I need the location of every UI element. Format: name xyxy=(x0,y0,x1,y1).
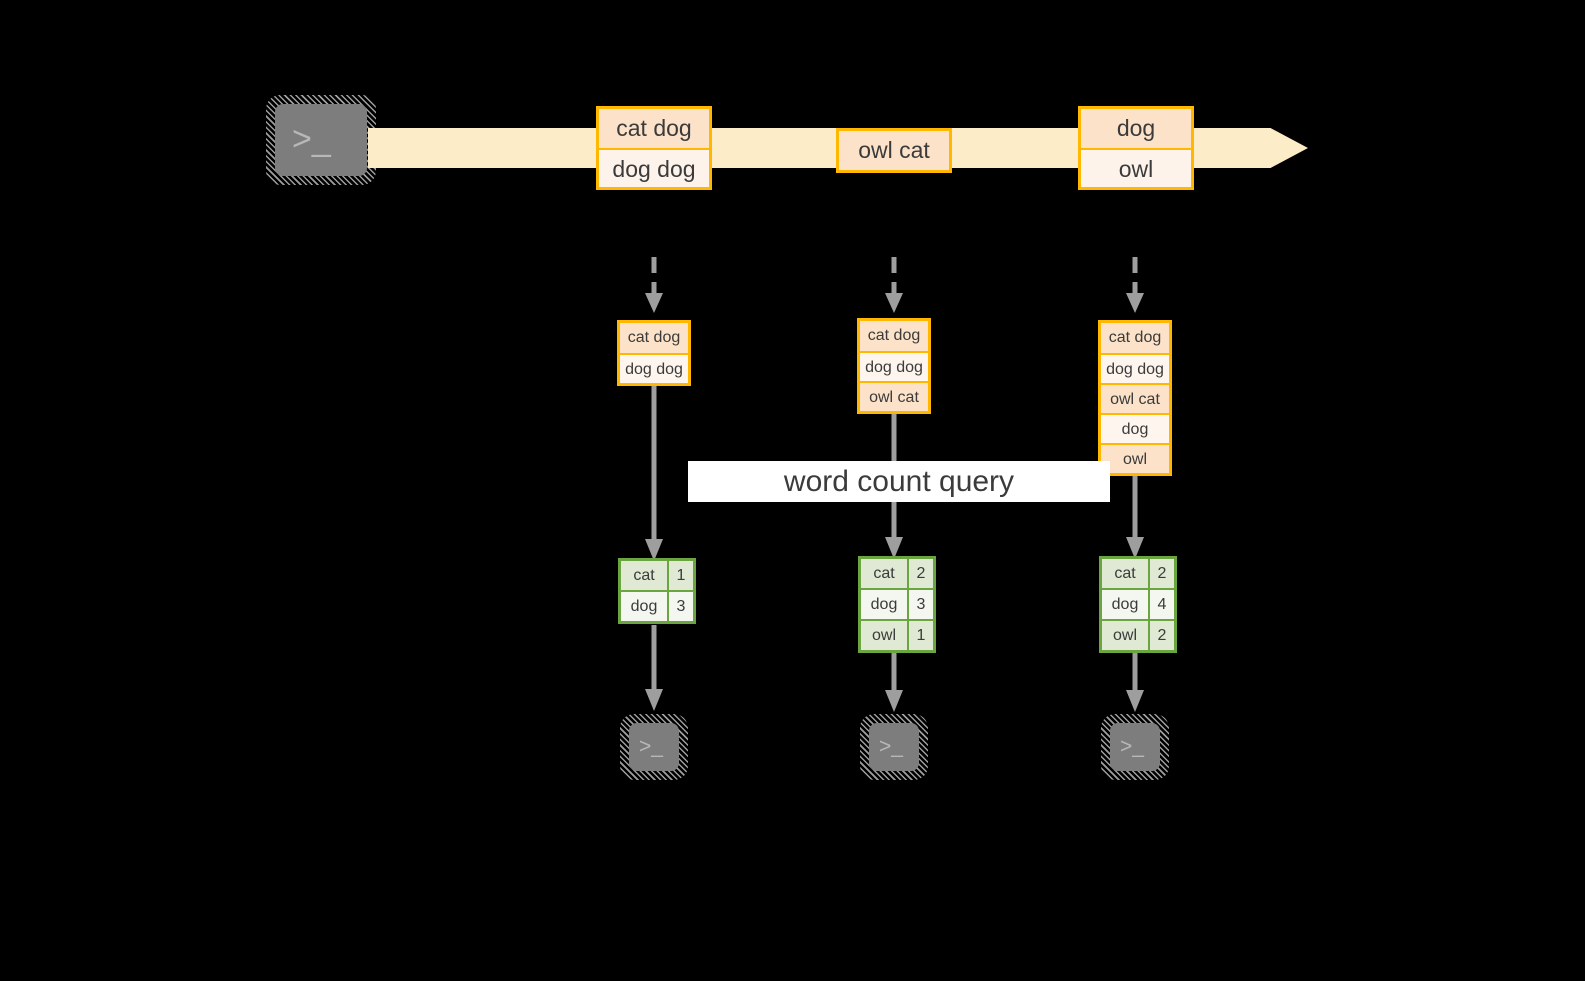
sink-terminal-icon: >_ xyxy=(1101,714,1169,780)
state-row: dog dog xyxy=(620,353,688,383)
stream-to-state-arrow xyxy=(882,255,906,315)
sink-terminal-icon: >_ xyxy=(860,714,928,780)
state-row: owl xyxy=(1101,443,1169,473)
terminal-prompt-label: >_ xyxy=(639,735,663,758)
terminal-screen xyxy=(1110,723,1160,771)
terminal-prompt-label: >_ xyxy=(1120,735,1144,758)
count-cell: 2 xyxy=(1148,559,1174,588)
terminal-prompt-label: >_ xyxy=(292,120,331,158)
result-to-sink-arrow xyxy=(1123,652,1147,714)
count-cell: 3 xyxy=(907,590,933,619)
solid-arrow-svg xyxy=(645,385,663,561)
arrow-head xyxy=(885,293,903,313)
state-row: dog xyxy=(1101,413,1169,443)
word-cell: cat xyxy=(1102,559,1148,588)
state-row: dog dog xyxy=(860,351,928,381)
stream-event-line: cat dog xyxy=(599,109,709,148)
state-row: owl cat xyxy=(1101,383,1169,413)
result-to-sink-arrow xyxy=(642,625,666,713)
word-cell: cat xyxy=(621,561,667,590)
terminal-screen xyxy=(275,104,367,176)
result-table: cat 1 dog 3 xyxy=(618,558,696,624)
stream-event-box: owl cat xyxy=(836,128,952,173)
word-cell: owl xyxy=(1102,621,1148,650)
arrow-head xyxy=(885,690,903,712)
state-box: cat dog dog dog owl cat xyxy=(857,318,931,414)
stream-event-line: owl xyxy=(1081,148,1191,187)
word-cell: dog xyxy=(1102,590,1148,619)
stream-event-box: cat dog dog dog xyxy=(596,106,712,190)
table-row: dog 3 xyxy=(621,590,693,621)
stream-event-line: owl cat xyxy=(839,131,949,170)
stream-event-line: dog xyxy=(1081,109,1191,148)
table-row: cat 2 xyxy=(861,559,933,588)
stream-to-state-arrow xyxy=(1123,255,1147,315)
arrow-head xyxy=(885,537,903,559)
result-table: cat 2 dog 3 owl 1 xyxy=(858,556,936,653)
count-cell: 2 xyxy=(1148,621,1174,650)
count-cell: 2 xyxy=(907,559,933,588)
arrow-head xyxy=(645,293,663,313)
table-row: owl 2 xyxy=(1102,619,1174,650)
table-row: owl 1 xyxy=(861,619,933,650)
count-cell: 3 xyxy=(667,592,693,621)
stream-event-box: dog owl xyxy=(1078,106,1194,190)
stream-to-state-arrow xyxy=(642,255,666,315)
source-terminal-icon: >_ xyxy=(266,95,376,185)
dashed-arrow-svg xyxy=(645,257,663,313)
state-row: cat dog xyxy=(1101,323,1169,353)
table-row: dog 3 xyxy=(861,588,933,619)
state-row: dog dog xyxy=(1101,353,1169,383)
word-cell: cat xyxy=(861,559,907,588)
state-row: cat dog xyxy=(620,323,688,353)
terminal-screen xyxy=(869,723,919,771)
terminal-prompt-label: >_ xyxy=(879,735,903,758)
table-row: cat 2 xyxy=(1102,559,1174,588)
dashed-arrow-svg xyxy=(885,257,903,313)
solid-arrow-svg xyxy=(885,652,903,712)
state-to-result-arrow xyxy=(642,385,666,563)
result-to-sink-arrow xyxy=(882,652,906,714)
solid-arrow-svg xyxy=(1126,475,1144,559)
stream-event-line: dog dog xyxy=(599,148,709,187)
word-cell: owl xyxy=(861,621,907,650)
arrow-head xyxy=(645,689,663,711)
table-row: cat 1 xyxy=(621,561,693,590)
count-cell: 1 xyxy=(907,621,933,650)
arrow-head xyxy=(645,539,663,561)
word-cell: dog xyxy=(621,592,667,621)
count-cell: 1 xyxy=(667,561,693,590)
table-row: dog 4 xyxy=(1102,588,1174,619)
query-label: word count query xyxy=(688,461,1110,502)
terminal-screen xyxy=(629,723,679,771)
result-table: cat 2 dog 4 owl 2 xyxy=(1099,556,1177,653)
arrow-head xyxy=(1126,690,1144,712)
solid-arrow-svg xyxy=(1126,652,1144,712)
solid-arrow-svg xyxy=(645,625,663,711)
state-box: cat dog dog dog owl cat dog owl xyxy=(1098,320,1172,476)
arrow-head xyxy=(1126,293,1144,313)
sink-terminal-icon: >_ xyxy=(620,714,688,780)
state-to-result-arrow xyxy=(1123,475,1147,561)
state-row: cat dog xyxy=(860,321,928,351)
state-box: cat dog dog dog xyxy=(617,320,691,386)
count-cell: 4 xyxy=(1148,590,1174,619)
word-cell: dog xyxy=(861,590,907,619)
arrow-head xyxy=(1126,537,1144,559)
state-row: owl cat xyxy=(860,381,928,411)
dashed-arrow-svg xyxy=(1126,257,1144,313)
